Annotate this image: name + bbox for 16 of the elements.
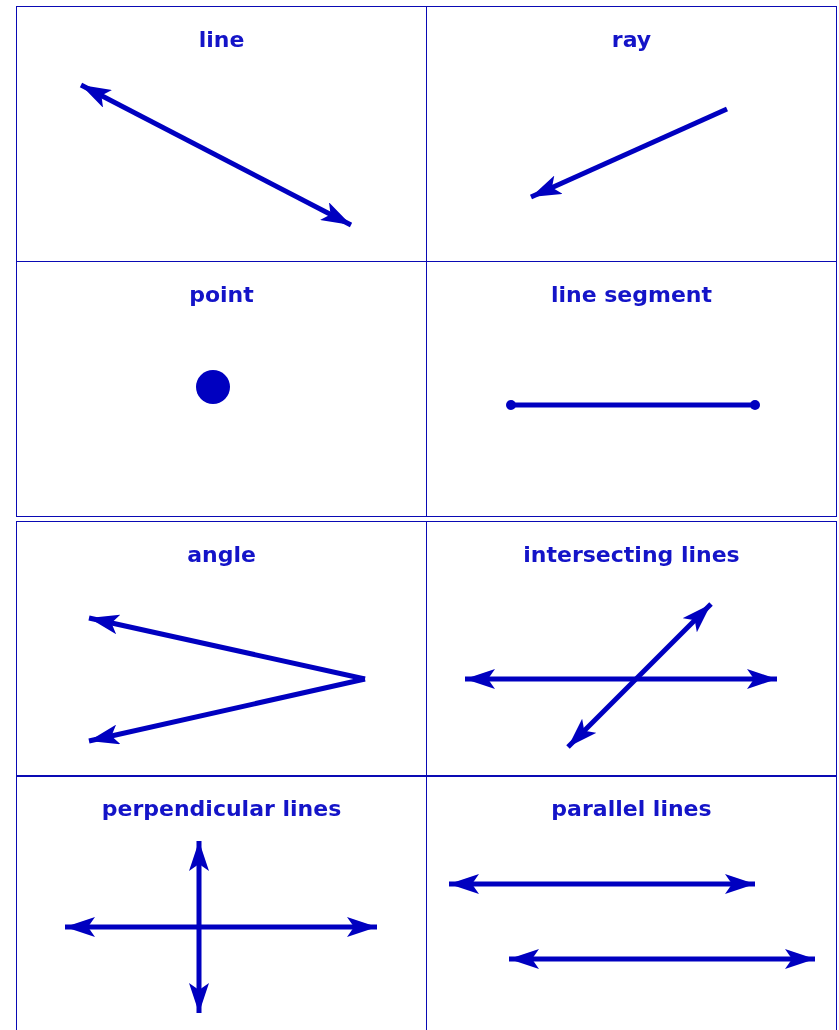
cell-title: line segment [550,282,713,307]
grid-cell [16,775,427,1030]
cell-title: angle [187,542,256,567]
cell-title: perpendicular lines [101,796,342,821]
grid-cell [426,775,837,1030]
grid-cell [426,521,837,777]
grid-cell [16,261,427,517]
grid-cell [16,521,427,777]
cell-title: ray [611,27,652,52]
grid-cell [426,6,837,262]
grid-cell [16,6,427,262]
cell-title: point [189,282,254,307]
cell-title: line [198,27,245,52]
grid-cell [426,261,837,517]
cell-title: intersecting lines [523,542,740,567]
cell-title: parallel lines [551,796,712,821]
